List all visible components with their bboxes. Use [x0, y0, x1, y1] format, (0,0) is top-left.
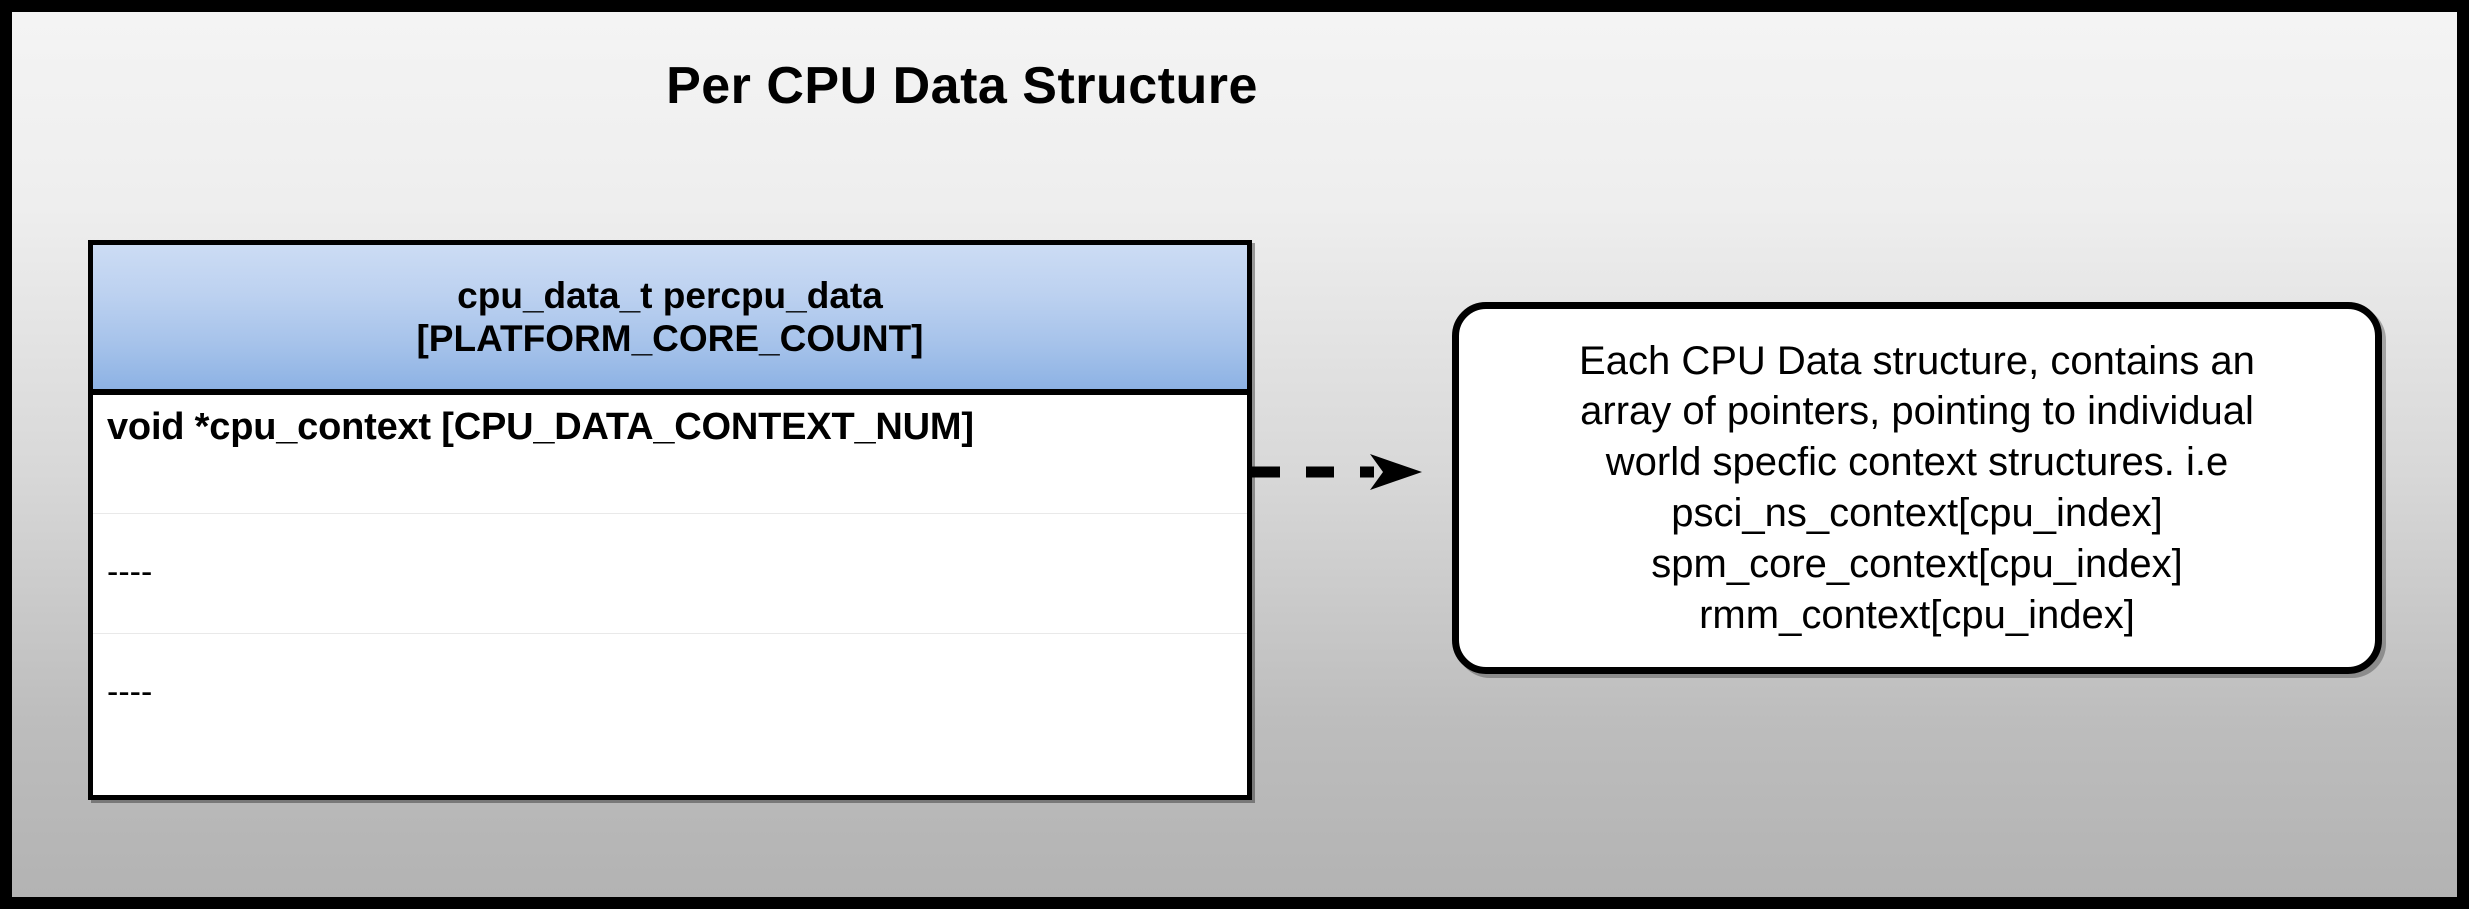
page-title: Per CPU Data Structure [666, 57, 1258, 115]
callout-line: array of pointers, pointing to individua… [1580, 389, 2254, 434]
struct-field-cpu-context: void *cpu_context [CPU_DATA_CONTEXT_NUM] [107, 406, 974, 448]
arrowhead [1370, 454, 1422, 490]
table-row: ---- [93, 633, 1247, 793]
struct-header-line-1: cpu_data_t percpu_data [457, 274, 883, 316]
struct-field-placeholder-1: ---- [107, 553, 153, 591]
dashed-arrow-connector [1252, 452, 1432, 492]
table-row: void *cpu_context [CPU_DATA_CONTEXT_NUM] [93, 395, 1247, 513]
callout-note: Each CPU Data structure, contains an arr… [1452, 302, 2382, 674]
callout-line: world specfic context structures. i.e [1605, 440, 2229, 485]
table-row: ---- [93, 513, 1247, 633]
percpu-data-struct-table: cpu_data_t percpu_data [PLATFORM_CORE_CO… [88, 240, 1252, 800]
struct-table-header: cpu_data_t percpu_data [PLATFORM_CORE_CO… [93, 245, 1247, 395]
struct-header-line-2: [PLATFORM_CORE_COUNT] [416, 318, 924, 359]
callout-line: psci_ns_context[cpu_index] [1671, 491, 2163, 535]
callout-line: Each CPU Data structure, contains an [1579, 338, 2255, 383]
struct-field-placeholder-2: ---- [107, 673, 153, 711]
callout-line: spm_core_context[cpu_index] [1651, 541, 2183, 586]
dashed-arrow-right-icon [1252, 454, 1422, 490]
callout-line: rmm_context[cpu_index] [1699, 592, 2135, 637]
